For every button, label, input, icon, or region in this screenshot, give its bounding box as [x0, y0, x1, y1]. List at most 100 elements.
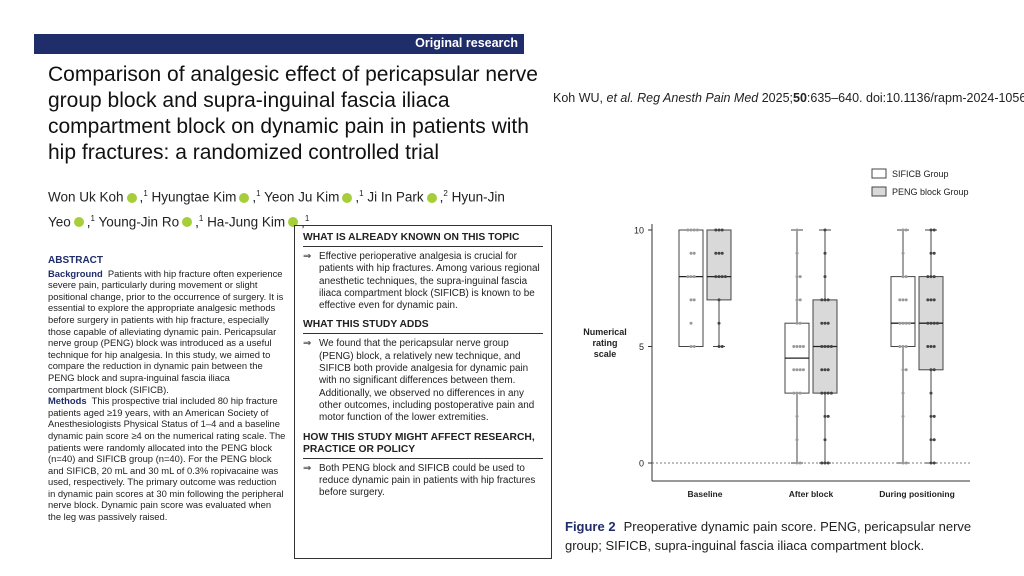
data-point	[692, 345, 696, 348]
abstract-methods: Methods This prospective trial included …	[48, 395, 286, 523]
orcid-icon[interactable]	[182, 217, 193, 227]
box-peng	[706, 229, 732, 301]
author-name: Hyun-Jin Yeo	[48, 189, 505, 230]
data-point	[820, 298, 824, 302]
affect-heading: HOW THIS STUDY MIGHT AFFECT RESEARCH, PR…	[303, 432, 543, 459]
data-point	[826, 368, 830, 372]
data-point	[795, 414, 799, 418]
data-point	[795, 391, 799, 395]
affect-text: Both PENG block and SIFICB could be used…	[319, 462, 536, 499]
data-point	[823, 251, 827, 255]
abstract-heading: ABSTRACT	[48, 255, 103, 266]
data-point	[792, 368, 796, 372]
data-point	[717, 298, 721, 302]
data-point	[686, 228, 690, 232]
orcid-icon[interactable]	[73, 217, 84, 227]
data-point	[823, 298, 827, 302]
citation-etal: et al.	[606, 91, 634, 105]
orcid-icon[interactable]	[288, 217, 299, 227]
data-point	[801, 368, 805, 372]
legend-swatch	[871, 186, 887, 197]
data-point	[932, 298, 936, 302]
citation-authors: Koh WU,	[553, 91, 607, 105]
key-messages-box: WHAT IS ALREADY KNOWN ON THIS TOPIC ⇒ Ef…	[294, 225, 552, 559]
data-point	[689, 345, 693, 348]
known-item: ⇒ Effective perioperative analgesia is c…	[303, 251, 543, 312]
data-point	[929, 391, 933, 395]
arrow-icon: ⇒	[303, 462, 312, 474]
methods-text: This prospective trial included 80 hip f…	[48, 395, 286, 523]
data-point	[929, 321, 933, 325]
arrow-icon: ⇒	[303, 251, 312, 262]
citation: Koh WU, et al. Reg Anesth Pain Med 2025;…	[553, 91, 1024, 105]
x-category-label: During positioning	[879, 489, 955, 499]
affiliation-number: 1	[304, 213, 310, 223]
data-point	[901, 345, 905, 348]
orcid-icon[interactable]	[426, 192, 437, 203]
data-point	[904, 368, 908, 372]
data-point	[904, 275, 908, 279]
data-point	[901, 461, 905, 465]
data-point	[932, 368, 936, 372]
data-point	[820, 391, 824, 395]
data-point	[898, 345, 902, 348]
data-point	[720, 228, 724, 232]
adds-heading: WHAT THIS STUDY ADDS	[303, 319, 543, 335]
data-point	[723, 275, 727, 279]
data-point	[926, 345, 930, 348]
data-point	[798, 368, 802, 372]
journal-section-bar: Original research	[34, 34, 524, 54]
data-point	[901, 251, 905, 255]
data-point	[929, 275, 933, 279]
data-point	[720, 251, 724, 255]
data-point	[929, 438, 933, 442]
citation-pages-doi: :635–640. doi:10.1136/rapm-2024-105627	[806, 91, 1024, 105]
legend-label: PENG block Group	[892, 187, 969, 197]
abstract: ABSTRACT Background Patients with hip fr…	[48, 255, 286, 523]
data-point	[823, 228, 827, 232]
legend-swatch	[871, 168, 887, 179]
data-point	[820, 345, 824, 348]
data-point	[795, 251, 799, 255]
data-point	[823, 321, 827, 325]
data-point	[829, 391, 833, 395]
data-point	[826, 414, 830, 418]
data-point	[898, 321, 902, 325]
data-point	[795, 345, 799, 348]
data-point	[823, 368, 827, 372]
data-point	[935, 321, 939, 325]
data-point	[929, 251, 933, 255]
y-tick-label: 0	[639, 459, 644, 469]
author-name: Ji In Park	[367, 189, 424, 205]
box-sificb	[678, 229, 704, 347]
methods-label: Methods	[48, 395, 87, 407]
data-point	[932, 414, 936, 418]
data-point	[692, 298, 696, 302]
data-point	[901, 275, 905, 279]
data-point	[801, 345, 805, 348]
data-point	[717, 275, 721, 279]
data-point	[904, 298, 908, 302]
orcid-icon[interactable]	[126, 192, 137, 203]
data-point	[792, 391, 796, 395]
data-point	[926, 275, 930, 279]
data-point	[720, 275, 724, 279]
abstract-background: Background Patients with hip fracture of…	[48, 268, 286, 396]
x-category-label: After block	[789, 489, 834, 499]
data-point	[689, 321, 693, 325]
data-point	[820, 368, 824, 372]
data-point	[795, 275, 799, 279]
data-point	[904, 321, 908, 325]
orcid-icon[interactable]	[342, 192, 353, 203]
data-point	[826, 321, 830, 325]
data-point	[907, 321, 911, 325]
data-point	[823, 414, 827, 418]
adds-item: ⇒ We found that the pericapsular nerve g…	[303, 338, 543, 424]
affiliation-number: 2	[443, 189, 448, 198]
author-name: Yeon Ju Kim	[264, 189, 340, 205]
citation-year: 2025;	[758, 91, 793, 105]
orcid-icon[interactable]	[239, 192, 250, 203]
data-point	[795, 321, 799, 325]
